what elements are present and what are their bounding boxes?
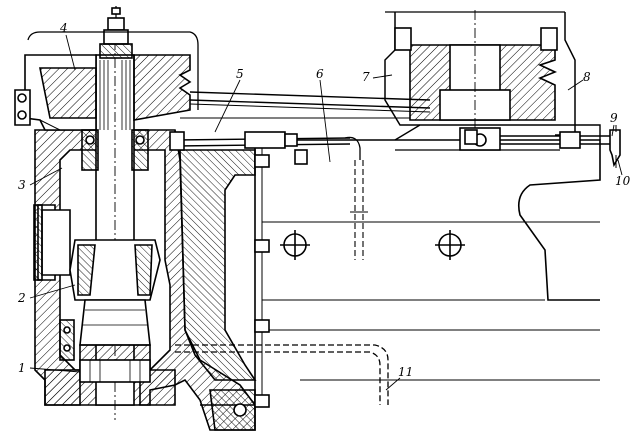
leader-lines: [29, 34, 623, 391]
callout-7: 7: [362, 70, 370, 84]
belt-drive: [169, 91, 431, 260]
bevel-gear: [59, 129, 161, 383]
pulley-8: [384, 10, 601, 151]
callout-3: 3: [18, 178, 26, 192]
callout-10: 10: [615, 174, 631, 188]
oil-pipe-11: [175, 344, 389, 405]
frame-outline: [200, 139, 601, 406]
frame-bolts: [254, 129, 478, 408]
callout-4: 4: [60, 21, 68, 35]
callout-5: 5: [236, 67, 244, 81]
callout-6: 6: [316, 67, 324, 81]
callout-1: 1: [18, 361, 26, 375]
callout-9: 9: [610, 111, 618, 125]
callout-8: 8: [583, 70, 591, 84]
pulley-4: [14, 31, 199, 131]
callout-2: 2: [18, 291, 26, 305]
callout-11: 11: [398, 365, 414, 379]
adjusting-screw: [500, 125, 621, 168]
